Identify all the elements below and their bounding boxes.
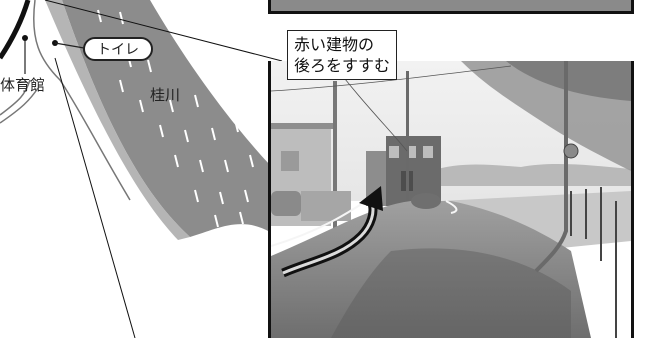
road-edge xyxy=(0,79,31,116)
toilet-label: トイレ xyxy=(97,42,139,58)
view-line xyxy=(54,57,136,338)
caption-line-2: 後ろをすすむ xyxy=(294,56,391,75)
river-dashes xyxy=(97,9,254,228)
toilet-badge: トイレ xyxy=(83,37,153,61)
gym-pin-dot xyxy=(22,35,28,41)
photo-caption: 赤い建物の 後ろをすすむ xyxy=(287,30,398,80)
direction-arrowhead xyxy=(359,186,383,211)
river-label: 桂川 xyxy=(150,86,181,104)
route-line xyxy=(0,0,31,60)
caption-line-1: 赤い建物の xyxy=(294,35,375,54)
road-edge xyxy=(33,0,131,201)
street-photo xyxy=(268,61,634,338)
previous-photo-strip xyxy=(268,0,634,14)
river xyxy=(62,0,270,237)
riverbank xyxy=(45,0,190,240)
street-photo-image xyxy=(271,61,631,338)
gym-label: 体育館 xyxy=(0,76,46,94)
view-line xyxy=(44,0,283,62)
road-edge xyxy=(0,87,39,124)
toilet-leader xyxy=(54,42,85,49)
